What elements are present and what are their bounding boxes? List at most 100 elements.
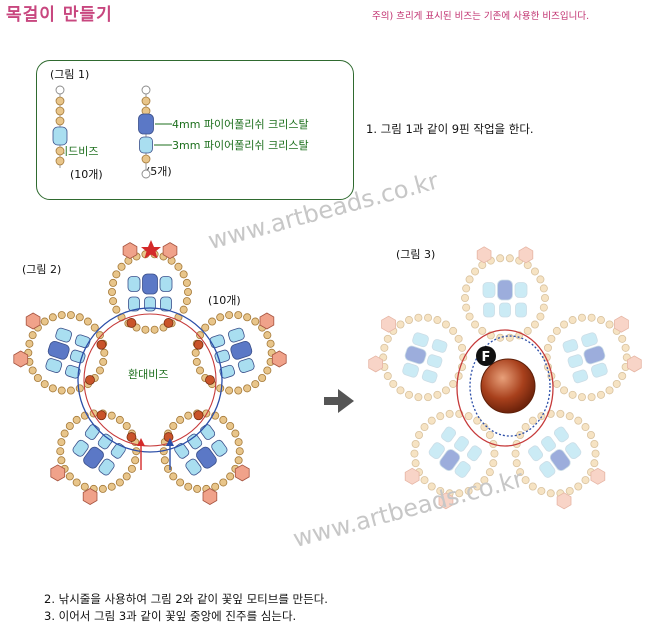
seed-bead <box>263 331 272 340</box>
ring-bead-red <box>163 432 174 442</box>
ring-bead-red <box>205 375 215 385</box>
seed-bead <box>55 96 65 106</box>
crystal-bead <box>549 449 571 471</box>
seed-bead <box>471 267 480 276</box>
crystal-bead <box>144 296 156 312</box>
crystal-bead <box>185 458 202 476</box>
seed-bead <box>565 412 574 421</box>
hexagon-bead <box>82 488 98 505</box>
seed-bead <box>485 430 494 439</box>
seed-bead <box>243 313 252 322</box>
seed-bead <box>541 293 550 302</box>
seed-bead <box>618 372 627 381</box>
seed-bead <box>48 384 57 393</box>
crystal-bead <box>200 424 216 440</box>
seed-bead <box>216 313 225 322</box>
seed-bead <box>25 339 34 348</box>
seed-bead <box>505 254 514 263</box>
seed-bead <box>560 320 569 329</box>
crystal-bead <box>404 345 427 365</box>
seed-bead <box>591 449 600 458</box>
seed-bead <box>511 449 520 458</box>
hexagon-bead <box>627 355 642 373</box>
crystal-bead <box>64 364 81 379</box>
thread-red <box>83 313 217 447</box>
crystal-bead <box>110 443 126 459</box>
seed-bead <box>66 386 75 395</box>
seed-bead <box>192 357 201 366</box>
crystal-bead <box>483 302 495 318</box>
seed-bead <box>427 482 436 491</box>
seed-bead <box>465 275 474 284</box>
ring-bead-red <box>126 318 137 328</box>
hexagon-bead <box>614 315 629 333</box>
seed-bead <box>539 284 548 293</box>
seed-bead <box>28 331 37 340</box>
crystal-bead <box>590 362 608 378</box>
seed-bead <box>473 482 482 491</box>
seed-bead <box>528 416 537 425</box>
seed-bead <box>263 366 272 375</box>
seed-bead <box>141 325 150 334</box>
crystal-bead <box>209 334 226 349</box>
seed-bead <box>33 374 42 383</box>
crystal-bead <box>45 358 63 373</box>
crystal-bead <box>97 433 113 450</box>
arrow-right-icon <box>324 389 354 413</box>
crystal-bead <box>52 126 68 146</box>
seed-bead <box>55 106 65 116</box>
seed-bead <box>72 478 81 487</box>
seed-bead <box>547 334 556 343</box>
seed-bead <box>621 343 630 352</box>
seed-bead <box>219 415 228 424</box>
crystal-bead <box>426 354 443 368</box>
seed-bead <box>436 412 445 421</box>
crystal-3mm-label: 3mm 파이어폴리쉬 크리스탈 <box>172 139 309 152</box>
ring-bead-red <box>193 410 204 421</box>
seed-bead <box>587 313 596 322</box>
seed-bead <box>109 297 118 306</box>
seed-bead <box>445 409 454 418</box>
seed-bead <box>179 270 188 279</box>
star-icon <box>141 240 161 259</box>
seed-bead <box>536 275 545 284</box>
seed-bead <box>219 478 228 487</box>
seed-bead <box>405 390 414 399</box>
figure-2-label: (그림 2) <box>22 263 62 276</box>
seed-bead <box>410 449 419 458</box>
step-2-text: 2. 낚시줄을 사용하여 그림 2와 같이 꽃잎 모티브를 만든다. <box>44 592 328 606</box>
seed-bead <box>380 343 389 352</box>
crystal-bead <box>55 327 72 343</box>
crystal-bead <box>219 364 236 379</box>
seed-bead <box>182 297 191 306</box>
seed-bead <box>98 484 107 493</box>
seed-bead <box>458 343 467 352</box>
crystal-bead <box>214 349 231 364</box>
seed-bead <box>420 423 429 432</box>
crystal-bead <box>412 332 429 348</box>
hexagon-bead <box>476 246 492 264</box>
seed-bead <box>107 482 116 491</box>
seed-bead <box>521 423 530 432</box>
hexagon-bead <box>122 242 138 260</box>
crystal-bead <box>230 341 253 360</box>
ring-bead-red <box>163 318 174 328</box>
figure-3-label: (그림 3) <box>396 248 436 261</box>
seed-bead <box>427 416 436 425</box>
crystal-bead <box>562 339 579 353</box>
crystal-bead <box>581 332 598 348</box>
step-1-text: 1. 그림 1과 같이 9핀 작업을 한다. <box>366 122 534 136</box>
crystal-bead <box>431 339 448 353</box>
seed-bead <box>226 421 235 430</box>
figure-3-flower: F <box>368 246 642 510</box>
seed-bead <box>552 326 561 335</box>
seed-bead <box>405 316 414 325</box>
seed-bead <box>586 430 595 439</box>
crystal-bead <box>196 446 217 469</box>
seed-bead <box>568 390 577 399</box>
seed-bead <box>193 484 202 493</box>
seed-bead <box>411 459 420 468</box>
hexagon-bead <box>234 464 250 482</box>
crystal-bead <box>127 276 141 292</box>
marker-f-text: F <box>482 350 491 365</box>
